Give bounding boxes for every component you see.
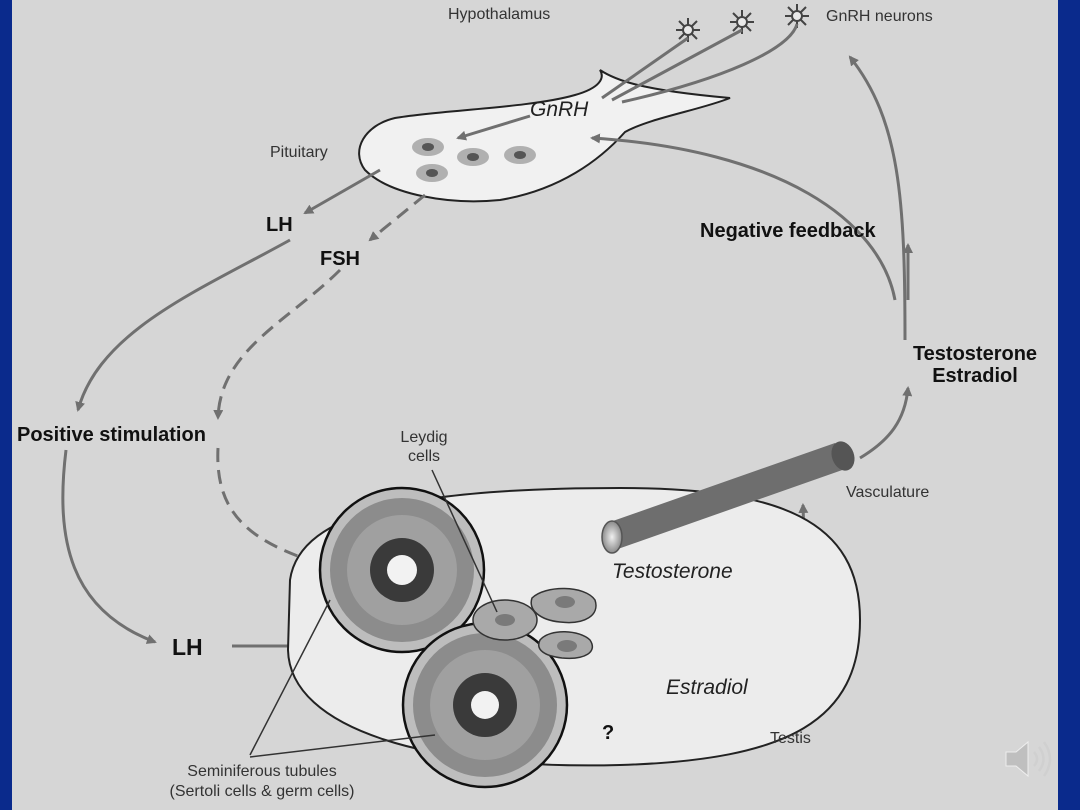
vasculature-vessel: [601, 441, 855, 554]
testosterone-estradiol-label: Testosterone Estradiol: [870, 343, 1080, 387]
testosterone-estradiol-line2: Estradiol: [932, 365, 1018, 387]
fsh-label: FSH: [320, 248, 360, 270]
seminiferous-tubule-lower: [401, 621, 569, 789]
hypothalamus-label: Hypothalamus: [448, 6, 551, 23]
seminiferous-line1: Seminiferous tubules: [187, 763, 337, 780]
gnrh-neurons: [676, 4, 809, 42]
pituitary-gland: [358, 69, 731, 203]
seminiferous-tubules-label: Seminiferous tubules (Sertoli cells & ge…: [102, 762, 422, 802]
leader-lines: [249, 469, 498, 758]
leydig-cells: [472, 587, 597, 660]
leydig-line2: cells: [407, 448, 440, 465]
question-mark-label: ?: [602, 722, 615, 744]
testis-label: Testis: [770, 730, 811, 747]
lh-bottom-label: LH: [172, 634, 203, 660]
gnrh-label: GnRH: [530, 98, 589, 121]
positive-stimulation-label: Positive stimulation: [17, 424, 206, 446]
gnrh-neurons-label: GnRH neurons: [826, 8, 933, 25]
diagram-slide: Hypothalamus GnRH neurons GnRH Pituitary…: [12, 0, 1058, 810]
vasculature-label: Vasculature: [846, 484, 930, 501]
seminiferous-line2: (Sertoli cells & germ cells): [169, 783, 355, 800]
negative-feedback-label: Negative feedback: [700, 220, 876, 242]
testosterone-estradiol-line1: Testosterone: [912, 343, 1038, 365]
hpg-axis-diagram: [61, 4, 913, 789]
gnrh-axons: [601, 23, 799, 104]
pituitary-label: Pituitary: [270, 144, 328, 161]
estradiol-label: Estradiol: [666, 676, 748, 699]
leydig-cells-label: Leydig cells: [384, 428, 464, 466]
speaker-icon[interactable]: [1000, 734, 1060, 784]
testosterone-label: Testosterone: [612, 560, 733, 583]
pituitary-cells: [412, 138, 536, 182]
leydig-line1: Leydig: [400, 429, 448, 446]
seminiferous-tubule-upper: [318, 486, 486, 654]
lh-top-label: LH: [266, 214, 293, 236]
